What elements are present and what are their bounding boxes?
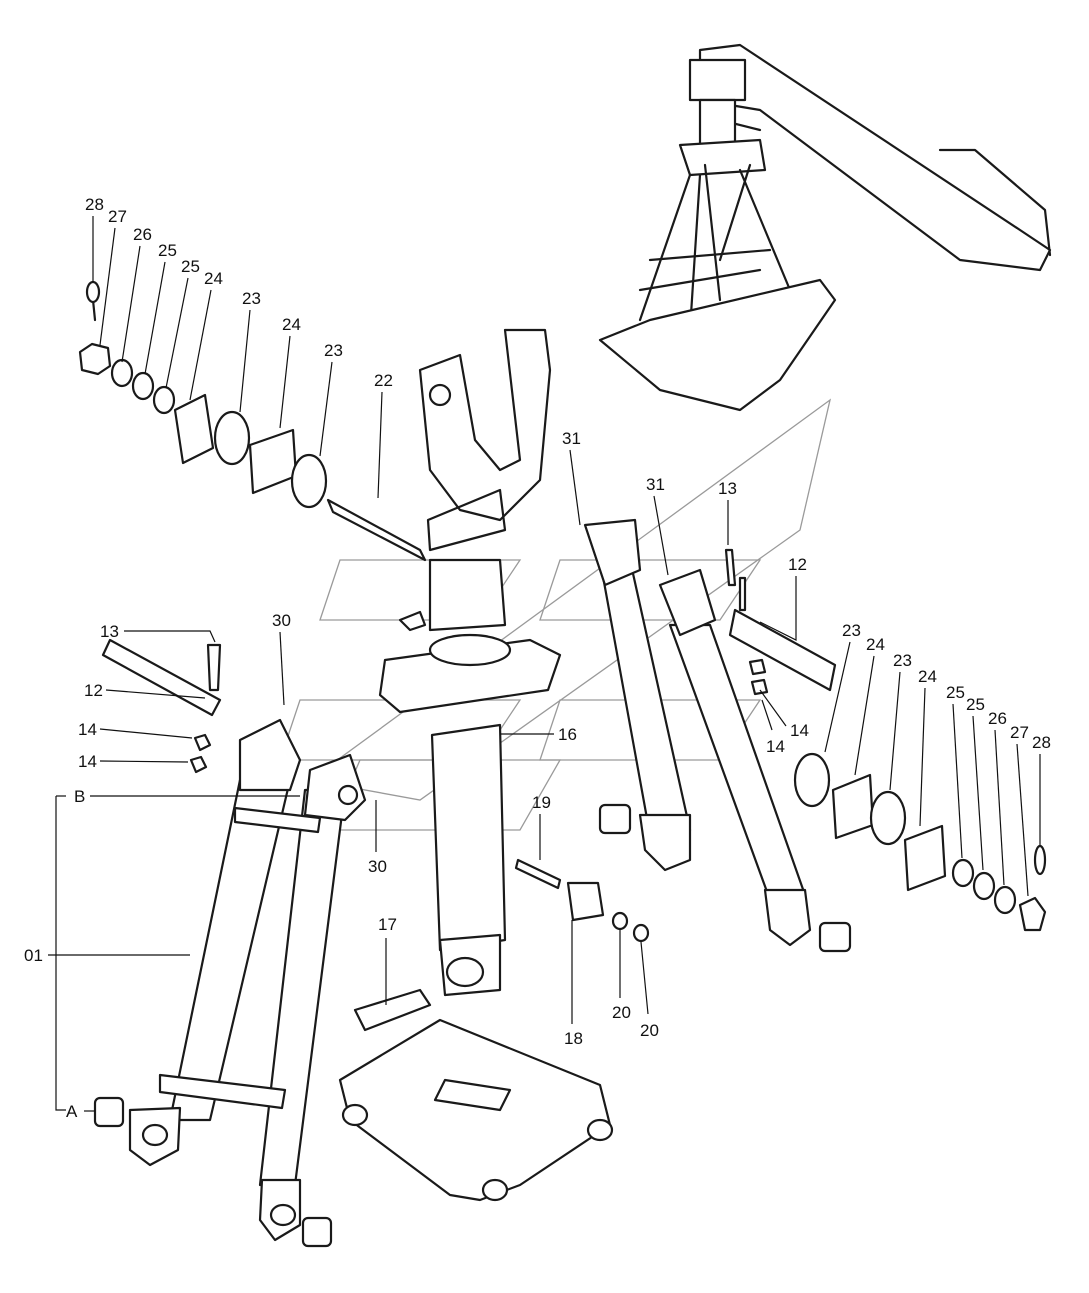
left-frame: [93, 718, 367, 1248]
label-24: 24: [918, 667, 937, 686]
label-14: 14: [766, 737, 785, 756]
right-frame: [583, 518, 852, 953]
label-25: 25: [946, 683, 965, 702]
label-24: 24: [204, 269, 223, 288]
label-24: 24: [282, 315, 301, 334]
label-16: 16: [558, 725, 577, 744]
right-hardware-stack: [793, 752, 1047, 932]
base-block: [338, 1018, 614, 1202]
label-13: 13: [718, 479, 737, 498]
label-B: B: [74, 787, 85, 806]
left-hardware-stack: [78, 280, 427, 562]
label-18: 18: [564, 1029, 583, 1048]
leader-lines: [48, 216, 1041, 1112]
label-14: 14: [78, 720, 97, 739]
label-23: 23: [324, 341, 343, 360]
label-23: 23: [242, 289, 261, 308]
label-12: 12: [788, 555, 807, 574]
label-26: 26: [988, 709, 1007, 728]
label-19: 19: [532, 793, 551, 812]
label-26: 26: [133, 225, 152, 244]
label-13: 13: [100, 622, 119, 641]
label-28: 28: [1032, 733, 1051, 752]
label-27: 27: [108, 207, 127, 226]
label-20: 20: [640, 1021, 659, 1040]
label-30: 30: [272, 611, 291, 630]
label-20: 20: [612, 1003, 631, 1022]
label-30: 30: [368, 857, 387, 876]
grab-bucket-assembly: [598, 43, 1052, 412]
label-22: 22: [374, 371, 393, 390]
label-31: 31: [562, 429, 581, 448]
label-28: 28: [85, 195, 104, 214]
label-25: 25: [158, 241, 177, 260]
label-24: 24: [866, 635, 885, 654]
label-23: 23: [893, 651, 912, 670]
label-01: 01: [24, 946, 43, 965]
label-14: 14: [78, 752, 97, 771]
label-14: 14: [790, 721, 809, 740]
label-25: 25: [966, 695, 985, 714]
label-23: 23: [842, 621, 861, 640]
hydraulic-cylinder: [378, 558, 562, 997]
label-17: 17: [378, 915, 397, 934]
label-25: 25: [181, 257, 200, 276]
clevis-bracket: [418, 328, 552, 552]
part-labels: 28 27 26 25 25 24 23 24 23 22 31 31 13 1…: [24, 195, 1051, 1121]
label-12: 12: [84, 681, 103, 700]
label-A: A: [66, 1102, 78, 1121]
label-31: 31: [646, 475, 665, 494]
label-27: 27: [1010, 723, 1029, 742]
